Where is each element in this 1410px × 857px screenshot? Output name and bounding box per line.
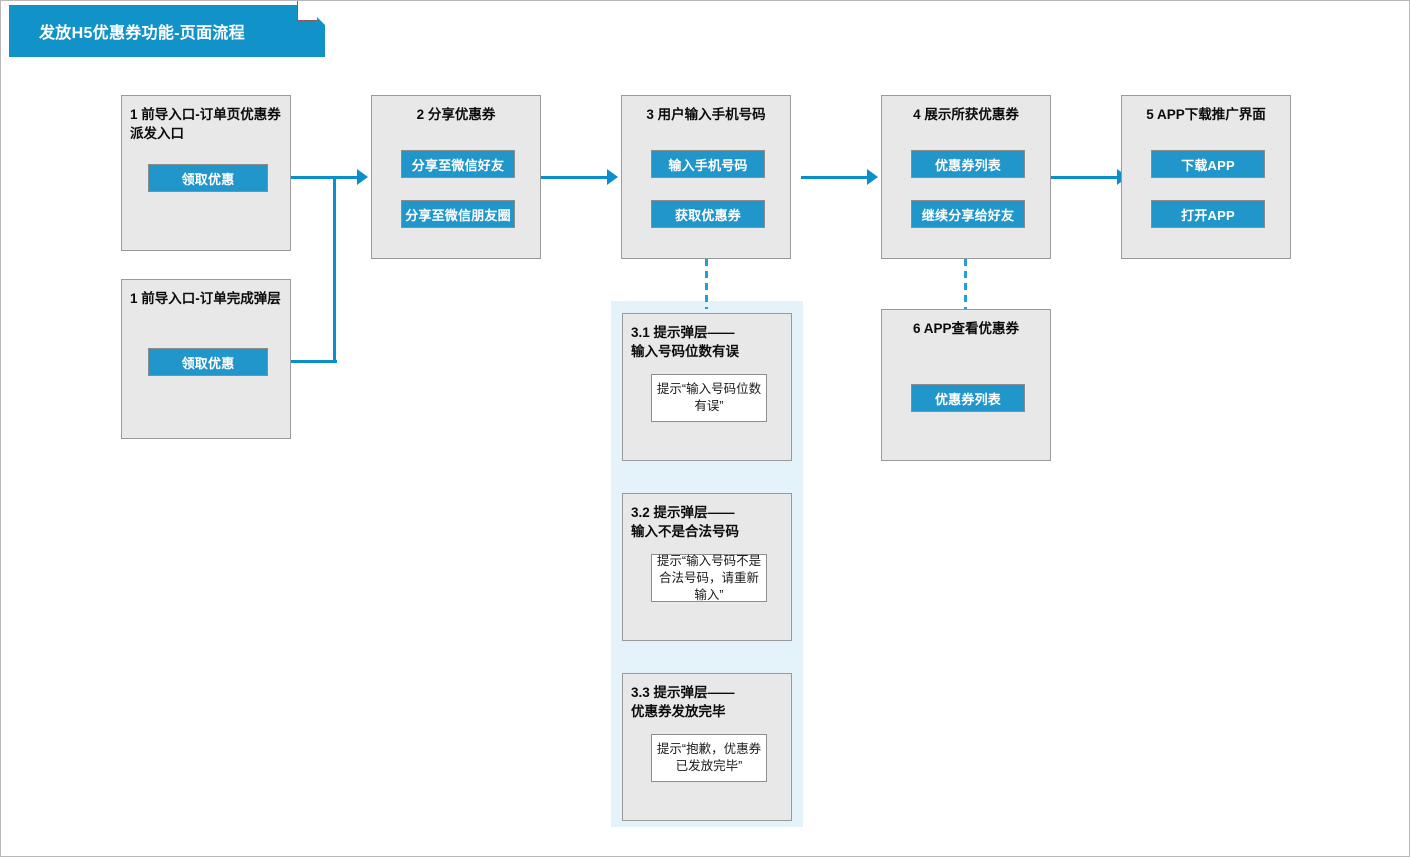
node-title: 3 用户输入手机号码 bbox=[646, 107, 766, 122]
button-input-phone-number[interactable]: 输入手机号码 bbox=[651, 150, 765, 178]
page-title: 发放H5优惠券功能-页面流程 bbox=[39, 25, 245, 42]
popup-message-3-2: 提示“输入号码不是合法号码，请重新输入” bbox=[651, 554, 767, 602]
arrowhead-node3-in bbox=[607, 169, 618, 185]
connector-node2-to-node3 bbox=[541, 176, 609, 179]
node-title: 6 APP查看优惠券 bbox=[912, 321, 1020, 336]
arrowhead-node4-in bbox=[867, 169, 878, 185]
node-title: 4 展示所获优惠券 bbox=[913, 107, 1019, 122]
node-1-order-page-entry[interactable]: 1 前导入口-订单页优惠券派发入口 领取优惠 bbox=[121, 95, 291, 251]
diagram-title-banner: 发放H5优惠券功能-页面流程 bbox=[9, 5, 325, 57]
button-coupon-list-4[interactable]: 优惠券列表 bbox=[911, 150, 1025, 178]
node-3-input-phone-number[interactable]: 3 用户输入手机号码 输入手机号码 获取优惠券 bbox=[621, 95, 791, 259]
node-2-share-coupon[interactable]: 2 分享优惠券 分享至微信好友 分享至微信朋友圈 bbox=[371, 95, 541, 259]
arrowhead-node2-in bbox=[357, 169, 368, 185]
button-claim-offer-1a[interactable]: 领取优惠 bbox=[148, 164, 268, 192]
node-title: 5 APP下载推广界面 bbox=[1146, 107, 1266, 122]
connector-node3-to-subflow bbox=[705, 259, 708, 309]
node-title: 1 前导入口-订单完成弹层 bbox=[130, 291, 281, 306]
node-1-order-complete-popup[interactable]: 1 前导入口-订单完成弹层 领取优惠 bbox=[121, 279, 291, 439]
button-claim-offer-1b[interactable]: 领取优惠 bbox=[148, 348, 268, 376]
node-3-1-popup-wrong-digit-count[interactable]: 3.1 提示弹层—— 输入号码位数有误 提示“输入号码位数有误” bbox=[622, 313, 792, 461]
button-open-app[interactable]: 打开APP bbox=[1151, 200, 1265, 228]
node-5-app-download-promo[interactable]: 5 APP下载推广界面 下载APP 打开APP bbox=[1121, 95, 1291, 259]
connector-node1a-to-node2 bbox=[291, 176, 359, 179]
node-4-show-received-coupons[interactable]: 4 展示所获优惠券 优惠券列表 继续分享给好友 bbox=[881, 95, 1051, 259]
node-title: 3.2 提示弹层—— 输入不是合法号码 bbox=[631, 505, 739, 539]
button-get-coupon[interactable]: 获取优惠券 bbox=[651, 200, 765, 228]
node-title: 2 分享优惠券 bbox=[416, 107, 496, 122]
node-3-3-popup-coupons-exhausted[interactable]: 3.3 提示弹层—— 优惠券发放完毕 提示“抱歉，优惠券已发放完毕” bbox=[622, 673, 792, 821]
banner-fold-corner bbox=[297, 1, 317, 21]
connector-node1b-horizontal bbox=[291, 360, 337, 363]
button-share-wechat-friend[interactable]: 分享至微信好友 bbox=[401, 150, 515, 178]
button-share-wechat-moments[interactable]: 分享至微信朋友圈 bbox=[401, 200, 515, 228]
connector-node4-to-node6 bbox=[964, 259, 967, 309]
node-title: 3.1 提示弹层—— 输入号码位数有误 bbox=[631, 325, 739, 359]
node-title: 3.3 提示弹层—— 优惠券发放完毕 bbox=[631, 685, 735, 719]
node-title: 1 前导入口-订单页优惠券派发入口 bbox=[130, 107, 281, 141]
button-coupon-list-6[interactable]: 优惠券列表 bbox=[911, 384, 1025, 412]
connector-node4-to-node5 bbox=[1051, 176, 1119, 179]
node-6-app-view-coupons[interactable]: 6 APP查看优惠券 优惠券列表 bbox=[881, 309, 1051, 461]
connector-node3-to-node4 bbox=[801, 176, 869, 179]
button-download-app[interactable]: 下载APP bbox=[1151, 150, 1265, 178]
popup-message-3-3: 提示“抱歉，优惠券已发放完毕” bbox=[651, 734, 767, 782]
popup-message-3-1: 提示“输入号码位数有误” bbox=[651, 374, 767, 422]
button-continue-share[interactable]: 继续分享给好友 bbox=[911, 200, 1025, 228]
connector-node1b-vertical bbox=[333, 177, 336, 361]
node-3-2-popup-invalid-number[interactable]: 3.2 提示弹层—— 输入不是合法号码 提示“输入号码不是合法号码，请重新输入” bbox=[622, 493, 792, 641]
